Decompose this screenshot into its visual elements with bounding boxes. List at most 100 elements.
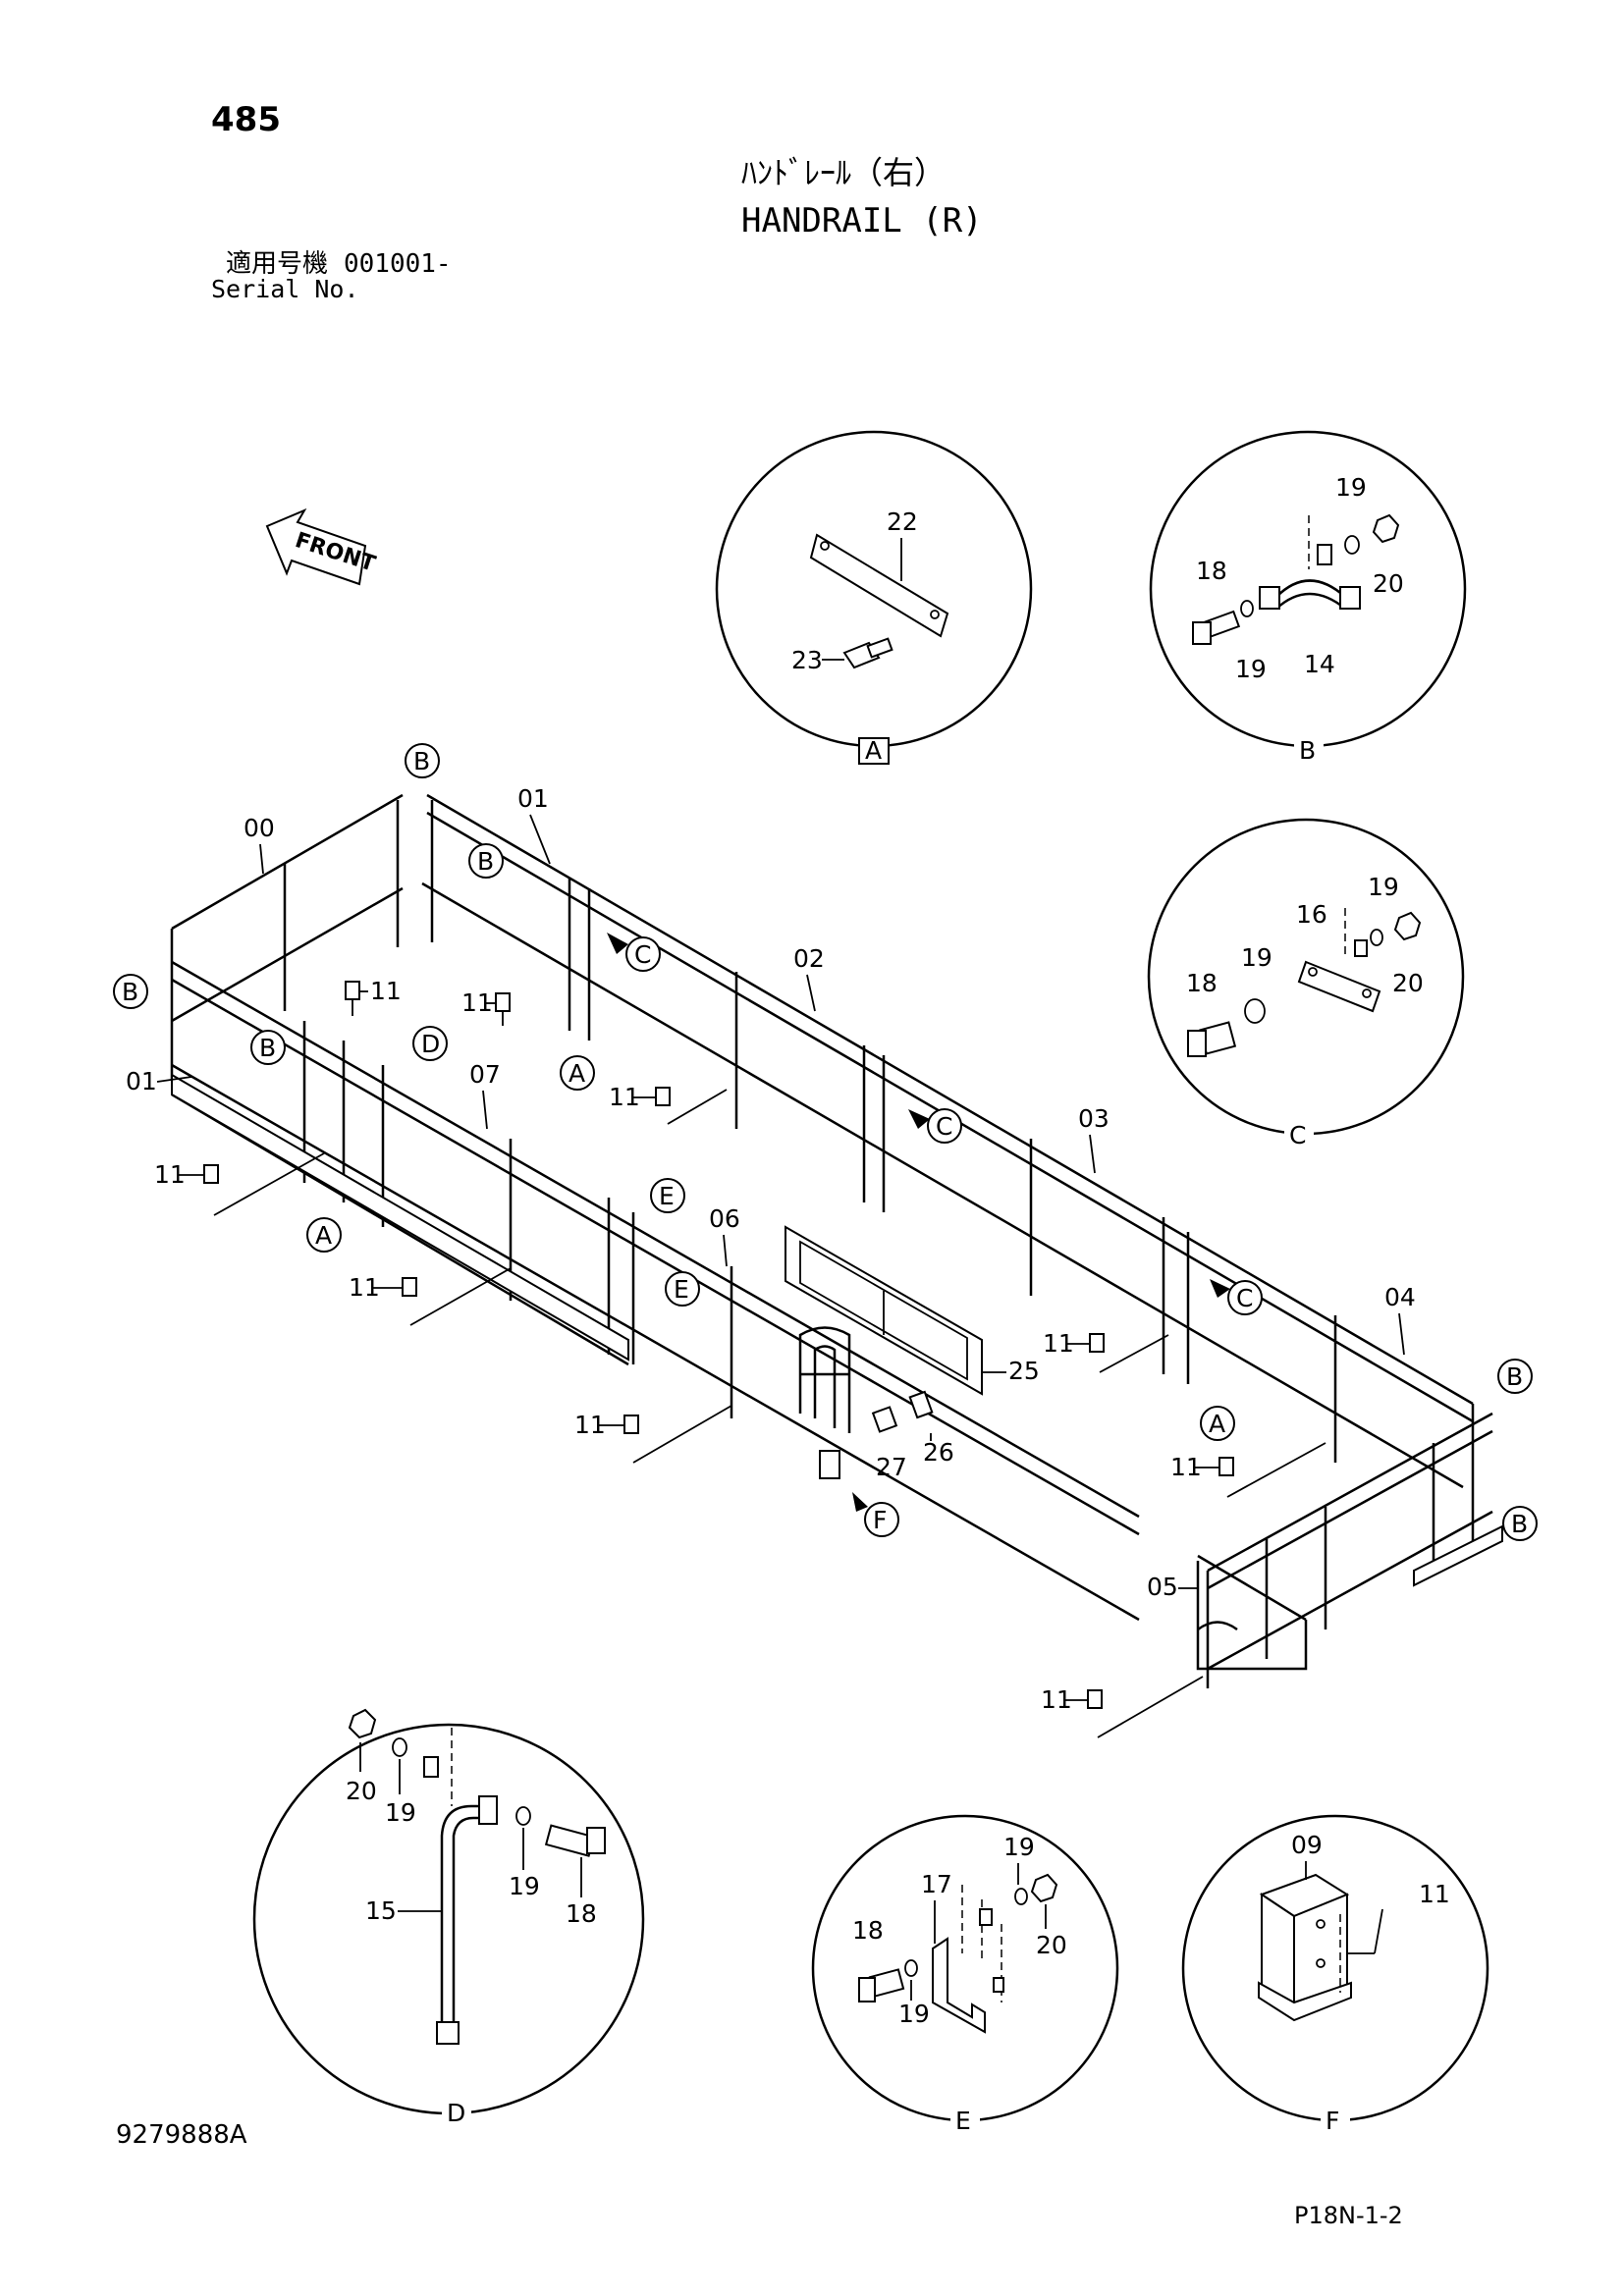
svg-text:B: B [1506, 1362, 1523, 1391]
part-label-e-5: 19 [898, 2000, 930, 2028]
svg-text:F: F [873, 1506, 887, 1534]
part-label-05: 05 [1147, 1573, 1178, 1601]
part-label-b-1: 19 [1335, 473, 1367, 502]
part-label-d-3: 19 [509, 1872, 540, 1900]
part-label-01-top: 01 [517, 784, 549, 813]
bolt-icon: 11 [154, 1152, 325, 1216]
callout-a-2: A [306, 1217, 342, 1253]
part-label-03: 03 [1078, 1104, 1110, 1133]
svg-text:A: A [568, 1059, 585, 1088]
title-english: HANDRAIL (R) [741, 201, 983, 240]
front-arrow-icon: FRONT [265, 507, 378, 586]
detail-view-c: 19 16 19 18 20 C [1147, 818, 1465, 1149]
part-label-06: 06 [709, 1204, 740, 1233]
callout-a-1: A [560, 1055, 595, 1091]
serial-label-english: Serial No. [211, 275, 359, 303]
callout-e-2: E [665, 1271, 700, 1307]
detail-view-d: 20 19 19 18 15 D [252, 1708, 645, 2127]
main-part-labels: 00 01 02 03 04 05 06 07 01 25 26 27 [126, 784, 1416, 1601]
callout-c-1: C [625, 936, 661, 972]
handrail-assembly [170, 793, 1503, 1688]
bolt-icon: 11 [1041, 1676, 1204, 1738]
bolt-icon: 11 [1170, 1442, 1326, 1498]
bolt-icon: 11 [345, 977, 402, 1016]
callout-e-1: E [650, 1178, 685, 1213]
detail-view-f: 09 11 F [1181, 1814, 1489, 2135]
part-label-c-2: 16 [1296, 900, 1327, 929]
svg-text:11: 11 [370, 977, 402, 1005]
bolt-icon: 11 [1043, 1329, 1169, 1373]
part-label-c-1: 19 [1368, 873, 1399, 901]
svg-text:E: E [674, 1275, 689, 1304]
detail-view-label-d: D [447, 2099, 465, 2127]
part-label-f-2: 11 [1419, 1880, 1450, 1908]
part-label-25: 25 [1008, 1357, 1040, 1385]
part-label-b-3: 18 [1196, 557, 1227, 585]
svg-text:D: D [421, 1030, 440, 1058]
svg-text:B: B [1511, 1510, 1528, 1538]
title-japanese: ﾊﾝﾄﾞﾚｰﾙ（右） [741, 154, 947, 191]
svg-text:B: B [122, 978, 138, 1006]
svg-text:E: E [659, 1182, 675, 1210]
callout-b-3: B [113, 974, 148, 1009]
part-label-04: 04 [1384, 1283, 1416, 1311]
part-label-01-left: 01 [126, 1067, 157, 1095]
part-label-e-4: 20 [1036, 1931, 1067, 1959]
svg-text:C: C [1236, 1284, 1253, 1312]
callout-a-3: A [1200, 1406, 1235, 1441]
detail-view-label-b: B [1299, 736, 1316, 765]
part-label-a-1: 22 [887, 507, 918, 536]
part-label-27: 27 [876, 1453, 907, 1481]
part-label-c-3: 19 [1241, 943, 1272, 972]
detail-view-label-e: E [955, 2107, 971, 2135]
part-label-d-5: 15 [365, 1896, 397, 1925]
part-label-e-3: 18 [852, 1916, 884, 1945]
svg-text:C: C [936, 1112, 952, 1141]
callout-b-6: B [1502, 1506, 1538, 1541]
part-label-e-2: 17 [921, 1870, 952, 1898]
detail-view-b: 19 20 18 19 14 B [1149, 430, 1467, 765]
part-label-f-1: 09 [1291, 1831, 1323, 1859]
callout-c-3: C [1227, 1280, 1263, 1315]
part-label-c-4: 18 [1186, 969, 1218, 997]
part-label-b-4: 19 [1235, 655, 1267, 683]
bolt-icon: 11 [461, 988, 511, 1026]
svg-text:C: C [634, 940, 651, 969]
callout-b-1: B [405, 743, 440, 778]
svg-text:B: B [477, 847, 494, 876]
part-label-26: 26 [923, 1438, 954, 1467]
serial-range: 001001- [344, 249, 452, 279]
detail-view-e: 19 17 18 20 19 E [811, 1814, 1119, 2135]
page-code: P18N-1-2 [1294, 2202, 1403, 2229]
part-label-00: 00 [244, 814, 275, 842]
callout-b-5: B [1497, 1359, 1533, 1394]
serial-label-japanese: 適用号機 [226, 249, 329, 279]
part-label-d-4: 18 [566, 1899, 597, 1928]
svg-text:A: A [315, 1221, 332, 1250]
part-label-07: 07 [469, 1060, 501, 1089]
part-label-02: 02 [793, 944, 825, 973]
page-number: 485 [211, 100, 281, 139]
part-label-a-2: 23 [791, 646, 823, 674]
part-label-e-1: 19 [1003, 1833, 1035, 1861]
detail-view-label-a: A [865, 736, 882, 765]
callout-b-2: B [468, 843, 504, 879]
drawing-number: 9279888A [116, 2120, 247, 2150]
svg-text:B: B [259, 1034, 276, 1062]
part-label-d-1: 20 [346, 1777, 377, 1805]
bolt-icon: 11 [609, 1083, 728, 1125]
detail-view-label-f: F [1326, 2107, 1339, 2135]
part-label-b-2: 20 [1373, 569, 1404, 598]
bolt-icon: 11 [574, 1405, 732, 1464]
part-label-c-5: 20 [1392, 969, 1424, 997]
part-label-b-5: 14 [1304, 650, 1335, 678]
bolt-icon: 11 [349, 1267, 512, 1326]
svg-text:A: A [1209, 1410, 1225, 1438]
svg-text:B: B [413, 747, 430, 775]
detail-view-label-c: C [1289, 1121, 1306, 1149]
callout-d-1: D [412, 1026, 448, 1061]
callout-b-4: B [250, 1030, 286, 1065]
callout-f-1: F [864, 1502, 899, 1537]
part-label-d-2: 19 [385, 1798, 416, 1827]
